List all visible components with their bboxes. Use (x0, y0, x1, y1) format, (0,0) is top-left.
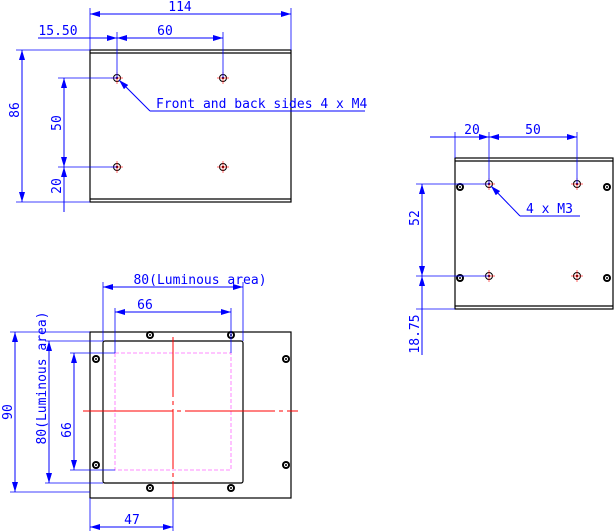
m3-hole-note: 4 x M3 (526, 202, 573, 217)
dim-18-75: 18.75 (408, 314, 423, 353)
screw-icon (146, 331, 154, 339)
m4-hole-note: Front and back sides 4 x M4 (156, 97, 367, 112)
front-view: 80(Luminous area) 66 90 80(Luminous area… (1, 273, 298, 531)
screw-icon (282, 461, 290, 469)
dim-20: 20 (50, 178, 65, 194)
screw-icon (282, 355, 290, 363)
m4-hole-icon (216, 160, 230, 174)
dim-86: 86 (8, 102, 23, 118)
dim-47: 47 (124, 513, 140, 528)
dim-114: 114 (168, 0, 192, 15)
side-view-body (454, 157, 614, 310)
screw-icon (456, 274, 464, 282)
dim-50: 50 (50, 115, 65, 131)
m3-hole-icon (570, 269, 584, 283)
dim-50-side: 50 (525, 123, 541, 138)
dim-90: 90 (1, 404, 16, 420)
dim-66-height: 66 (60, 422, 75, 438)
dim-80-luminous-height: 80(Luminous area) (35, 311, 50, 444)
dim-20-side: 20 (464, 123, 480, 138)
screw-icon (92, 355, 100, 363)
dim-15-50: 15.50 (38, 24, 77, 39)
top-view-body (89, 49, 292, 203)
screw-icon (227, 484, 235, 492)
side-view: 20 50 52 18.75 4 x M3 (408, 123, 614, 355)
dim-60: 60 (157, 24, 173, 39)
screw-icon (92, 461, 100, 469)
top-view: 114 15.50 60 86 50 20 Front and back sid… (8, 0, 367, 212)
dim-66-width: 66 (137, 298, 153, 313)
front-view-body (89, 331, 292, 499)
screw-icon (146, 484, 154, 492)
screw-icon (603, 274, 611, 282)
dim-52: 52 (408, 210, 423, 226)
screw-icon (603, 183, 611, 191)
dim-80-luminous-width: 80(Luminous area) (133, 273, 266, 288)
